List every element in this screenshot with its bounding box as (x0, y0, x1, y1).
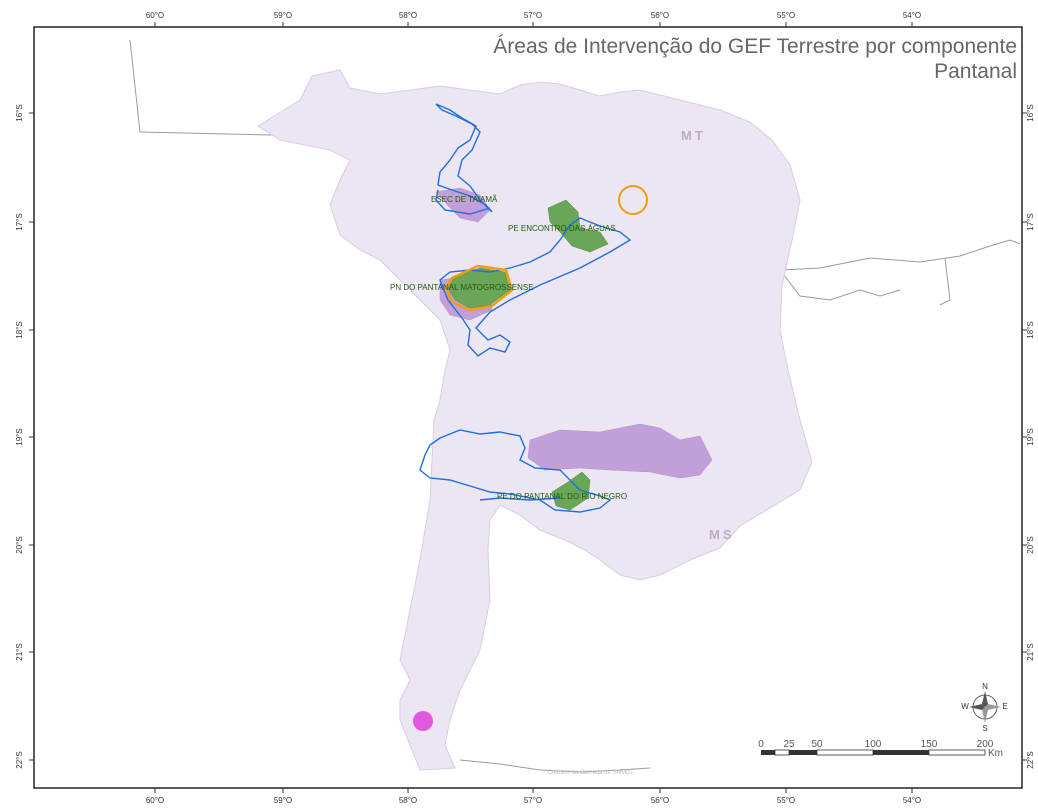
compass-e: E (1002, 702, 1007, 711)
latitude-ticks-right (1022, 112, 1027, 761)
lat-tick-left-6: 22°S (15, 751, 24, 768)
lon-tick-top-2: 58°O (399, 11, 417, 20)
scale-tick-150: 150 (921, 739, 938, 750)
lat-tick-left-3: 19°S (15, 428, 24, 445)
label-pe-encontro-aguas: PE ENCONTRO DAS ÁGUAS (508, 224, 616, 233)
label-pn-pantanal: PN DO PANTANAL MATOGROSSENSE (390, 283, 534, 292)
lon-tick-bottom-1: 59°O (274, 796, 292, 805)
map-title-line1: Áreas de Intervenção do GEF Terrestre po… (493, 35, 1017, 58)
state-label-ms: MS (709, 527, 735, 542)
scale-tick-200: 200 (977, 739, 994, 750)
lon-tick-top-5: 55°O (777, 11, 795, 20)
lat-tick-right-1: 17°S (1026, 213, 1035, 230)
lon-tick-bottom-4: 56°O (651, 796, 669, 805)
protected-area-pn (447, 267, 511, 309)
scale-tick-100: 100 (865, 739, 882, 750)
lon-tick-top-0: 60°O (146, 11, 164, 20)
intervention-area-large (527, 423, 713, 479)
lon-tick-bottom-2: 58°O (399, 796, 417, 805)
lon-tick-bottom-5: 55°O (777, 796, 795, 805)
intervention-area-esec (435, 187, 491, 223)
lon-tick-bottom-0: 60°O (146, 796, 164, 805)
latitude-ticks-left (29, 112, 34, 761)
compass-rose-icon: N S E W (961, 682, 1007, 733)
lon-tick-top-3: 57°O (524, 11, 542, 20)
lon-tick-top-4: 56°O (651, 11, 669, 20)
longitude-ticks-bottom (154, 788, 913, 793)
compass-n: N (982, 682, 988, 691)
label-pe-rio-negro: PE DO PANTANAL DO RIO NEGRO (497, 492, 627, 501)
lat-tick-right-0: 16°S (1026, 104, 1035, 121)
protected-areas (447, 199, 609, 511)
lat-tick-left-1: 17°S (15, 213, 24, 230)
state-label-mt: MT (681, 128, 706, 143)
lat-tick-right-2: 18°S (1026, 321, 1035, 338)
scale-tick-25: 25 (783, 739, 795, 750)
lat-tick-right-3: 19°S (1026, 428, 1035, 445)
lon-tick-top-6: 54°O (903, 11, 921, 20)
lat-tick-left-5: 21°S (15, 643, 24, 660)
orange-outline-pn (444, 264, 514, 312)
lat-tick-left-4: 20°S (15, 536, 24, 553)
lat-tick-right-5: 21°S (1026, 643, 1035, 660)
protected-area-encontro (547, 199, 609, 253)
lat-tick-left-2: 18°S (15, 321, 24, 338)
longitude-ticks-top (154, 22, 913, 27)
credits-text: Créditos da Camada de Serviço (547, 770, 633, 776)
scale-bar: 0 25 50 100 150 200 Km (758, 739, 1003, 759)
scale-tick-50: 50 (811, 739, 823, 750)
pantanal-region (257, 69, 813, 771)
lat-tick-left-0: 16°S (15, 104, 24, 121)
lat-tick-right-4: 20°S (1026, 536, 1035, 553)
compass-w: W (961, 702, 969, 711)
label-esec-taiama: ESEC DE TAIAMÃ (431, 195, 498, 204)
lat-tick-right-6: 22°S (1026, 751, 1035, 768)
lon-tick-bottom-6: 54°O (903, 796, 921, 805)
compass-s: S (982, 724, 987, 733)
lon-tick-top-1: 59°O (274, 11, 292, 20)
map-title-line2: Pantanal (934, 60, 1017, 83)
magenta-point-marker (413, 711, 433, 731)
scale-tick-0: 0 (758, 739, 764, 750)
scale-unit: Km (988, 748, 1003, 759)
gef-boundaries (419, 103, 632, 513)
lon-tick-bottom-3: 57°O (524, 796, 542, 805)
orange-circle-marker (618, 185, 648, 215)
